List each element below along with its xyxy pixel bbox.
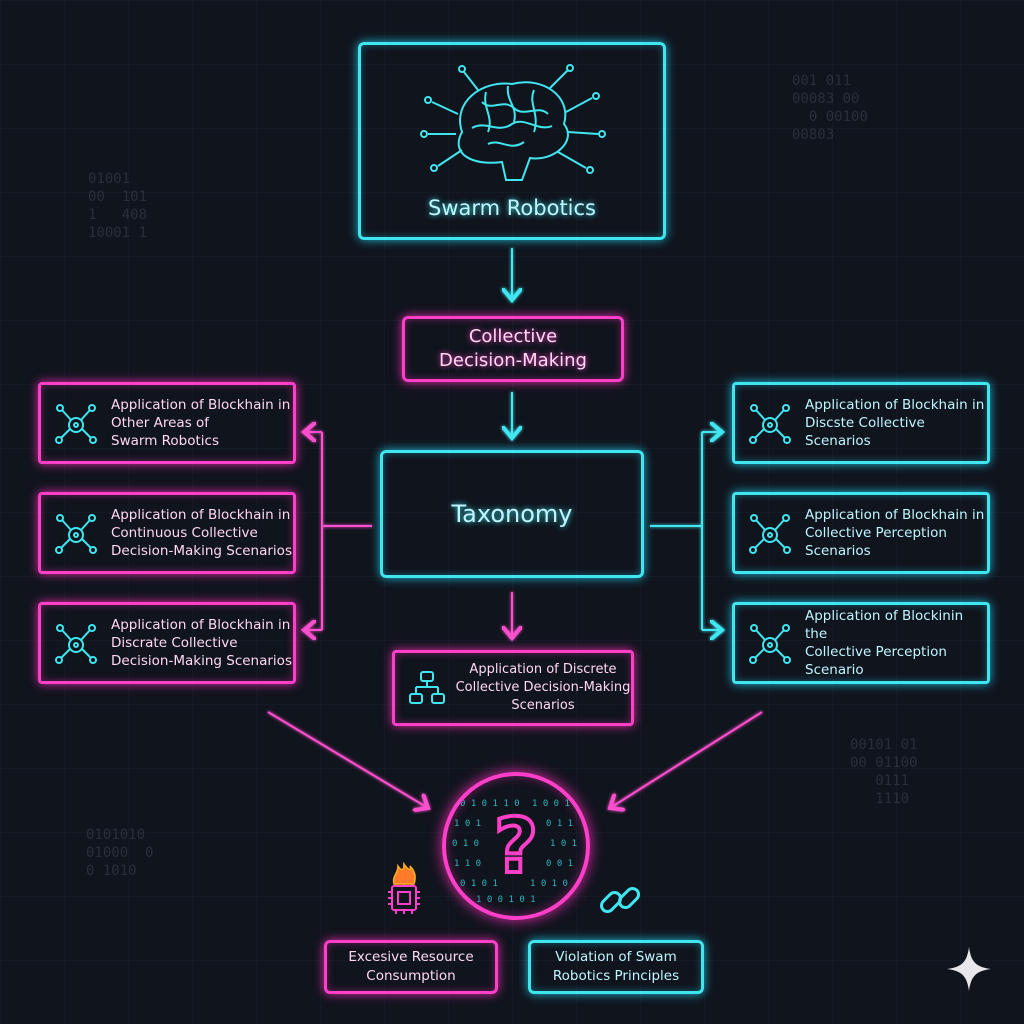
flowchart-icon bbox=[409, 671, 445, 704]
binary-decoration: 001 011 00083 00 0 00100 00803 bbox=[792, 73, 868, 143]
right-item-1: Application of Blockhain in Discste Coll… bbox=[732, 382, 990, 464]
right-item-3-label: Application of Blockinin the Collective … bbox=[805, 608, 964, 678]
bottom-center-node: Application of Discrete Collective Decis… bbox=[392, 650, 634, 726]
sparkle-icon bbox=[947, 947, 991, 991]
issue-resource-consumption: Excesive Resource Consumption bbox=[324, 940, 498, 994]
svg-text:1 0 1: 1 0 1 bbox=[454, 819, 481, 829]
binary-decoration: 01001 00 101 1 408 10001 1 bbox=[88, 171, 148, 241]
connector-right-to-question bbox=[610, 711, 763, 808]
right-item-1-label: Application of Blockhain in Discste Coll… bbox=[805, 397, 985, 449]
connector-left-to-question bbox=[267, 711, 428, 808]
svg-text:1 0 0 1 0 1: 1 0 0 1 0 1 bbox=[476, 895, 536, 905]
svg-text:?: ? bbox=[494, 801, 538, 890]
right-item-3: Application of Blockinin the Collective … bbox=[732, 602, 990, 684]
network-node-icon bbox=[749, 404, 791, 444]
network-node-icon bbox=[55, 624, 97, 664]
binary-decoration: 00101 01 00 01100 0111 1110 bbox=[850, 737, 918, 807]
bottom-center-label: Application of Discrete Collective Decis… bbox=[455, 662, 631, 713]
svg-text:0 1 1: 0 1 1 bbox=[546, 819, 573, 829]
network-node-icon bbox=[55, 514, 97, 554]
right-item-2-label: Application of Blockhain in Collective P… bbox=[805, 507, 985, 559]
root-node: Swarm Robotics bbox=[358, 42, 666, 240]
left-item-2: Application of Blockhain in Continuous C… bbox=[38, 492, 296, 574]
issue-principle-violation: Violation of Swam Robotics Principles bbox=[528, 940, 704, 994]
left-item-2-label: Application of Blockhain in Continuous C… bbox=[111, 507, 292, 559]
svg-text:0 1 0: 0 1 0 bbox=[452, 839, 479, 849]
question-mark-icon: 0 1 0 1 1 0 1 0 0 1 1 0 1 0 1 1 0 1 0 1 … bbox=[452, 799, 577, 905]
left-item-1-label: Application of Blockhain in Other Areas … bbox=[111, 397, 291, 449]
taxonomy-node: Taxonomy bbox=[380, 450, 644, 578]
svg-text:1 0 0 1: 1 0 0 1 bbox=[532, 799, 570, 809]
left-item-3: Application of Blockhain in Discrate Col… bbox=[38, 602, 296, 684]
left-item-3-label: Application of Blockhain in Discrate Col… bbox=[111, 617, 292, 669]
svg-text:0 0 1: 0 0 1 bbox=[546, 859, 573, 869]
chain-link-icon bbox=[599, 886, 641, 914]
question-node: 0 1 0 1 1 0 1 0 0 1 1 0 1 0 1 1 0 1 0 1 … bbox=[442, 772, 590, 920]
network-node-icon bbox=[55, 404, 97, 444]
svg-text:1 0 1: 1 0 1 bbox=[550, 839, 577, 849]
svg-text:1 0 1 0: 1 0 1 0 bbox=[530, 879, 568, 889]
binary-decoration: 0101010 01000 0 0 1010 bbox=[86, 827, 154, 879]
network-node-icon bbox=[749, 624, 791, 664]
left-item-1: Application of Blockhain in Other Areas … bbox=[38, 382, 296, 464]
decision-node: Collective Decision-Making bbox=[402, 316, 624, 382]
network-node-icon bbox=[749, 514, 791, 554]
svg-text:1 1 0: 1 1 0 bbox=[454, 859, 481, 869]
svg-text:0 1 0 1 1 0: 0 1 0 1 1 0 bbox=[460, 799, 520, 809]
right-item-2: Application of Blockhain in Collective P… bbox=[732, 492, 990, 574]
root-label: Swarm Robotics bbox=[428, 196, 596, 220]
burning-chip-icon bbox=[388, 862, 420, 914]
svg-text:0 1 0 1: 0 1 0 1 bbox=[460, 879, 498, 889]
brain-circuit-icon bbox=[420, 64, 606, 181]
